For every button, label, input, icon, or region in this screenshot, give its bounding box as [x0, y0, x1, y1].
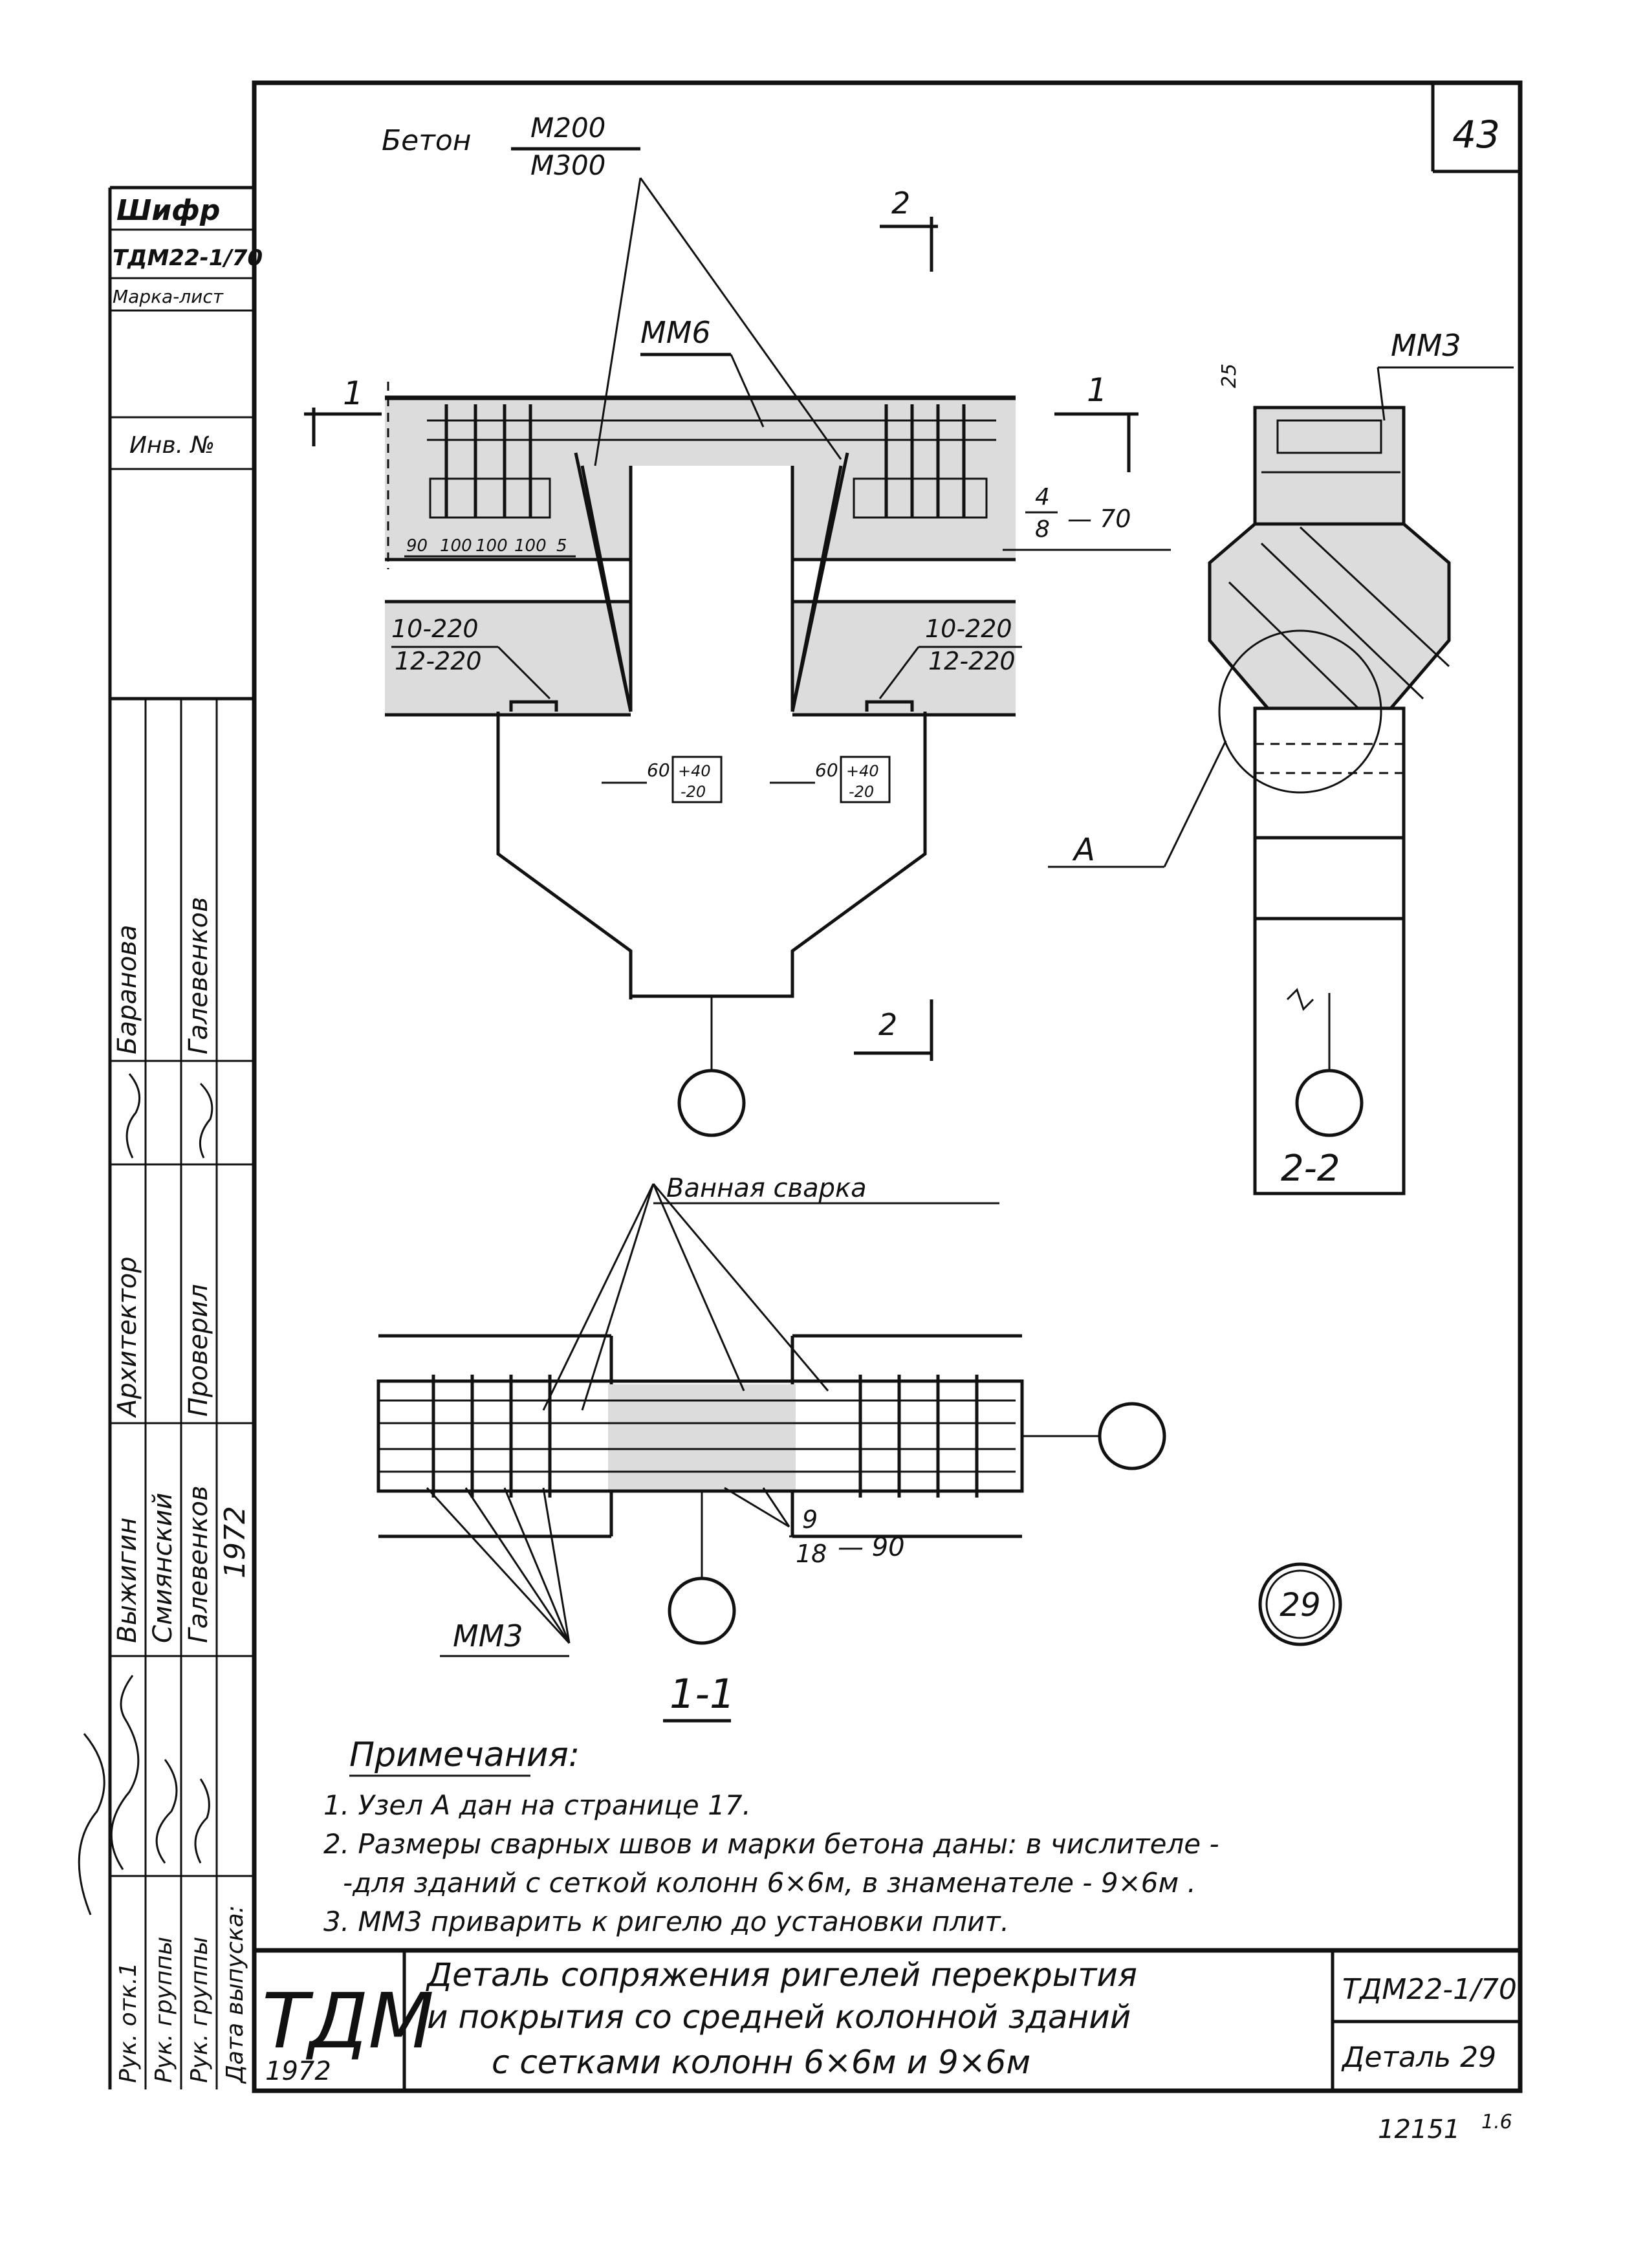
signature-baranova — [125, 1073, 141, 1159]
signature-margin — [78, 1733, 105, 1915]
detail-number: 29 — [1280, 1586, 1321, 1624]
svg-text:100: 100 — [475, 536, 508, 556]
leader-concrete-1 — [639, 177, 842, 460]
tol-top-right: +40 — [846, 762, 879, 780]
main-elevation — [385, 382, 1016, 1137]
signature-galevenkov — [199, 1082, 213, 1159]
bottom-dimensions: 90 100 100 100 5 — [404, 536, 576, 558]
axis-bubble-main — [677, 1069, 746, 1137]
role-4: Дата выпуска: — [222, 1905, 248, 2084]
axis-bubble-1-1-bottom — [668, 1576, 736, 1645]
dim-60-left: 60 — [647, 759, 670, 781]
logo-tdm: ТДМ — [262, 1976, 434, 2066]
name-baranova: Баранова — [113, 924, 142, 1054]
notes-heading: Примечания: — [349, 1736, 580, 1774]
concrete-label: Бетон — [382, 124, 472, 157]
node-a-label: А — [1072, 832, 1095, 868]
title-detail: Деталь 29 — [1341, 2041, 1496, 2074]
sheet-mark-label: Марка-лист — [113, 286, 224, 307]
signature-vyzhigin — [110, 1675, 140, 1870]
title-line-1: Деталь сопряжения ригелей перекрытия — [426, 1956, 1137, 1994]
name-galevenkov: Галевенков — [184, 897, 213, 1054]
section-2-2-label: 2-2 — [1281, 1148, 1340, 1190]
issue-year: 1972 — [219, 1506, 252, 1578]
label-mm3-plan: ММ3 — [453, 1619, 523, 1653]
bath-welding-label: Ванная сварка — [666, 1173, 867, 1203]
node-a-circle — [1218, 629, 1382, 794]
signature-galevenkov-2 — [194, 1778, 210, 1864]
detail-circle-outer — [1258, 1562, 1342, 1646]
axis-bubble-2-2 — [1295, 1069, 1364, 1137]
author-galevenkov: Галевенков — [184, 1485, 213, 1643]
weld-90: — 90 — [838, 1532, 905, 1562]
label-mm3-section: ММ3 — [1391, 328, 1461, 363]
axis-bubble-1-1-right — [1098, 1402, 1166, 1470]
svg-text:90: 90 — [406, 536, 428, 556]
title-block — [254, 1948, 1520, 2091]
label-mm6: ММ6 — [640, 315, 711, 350]
sheet-number: 12151 — [1378, 2115, 1460, 2144]
svg-text:5: 5 — [556, 536, 567, 556]
weld-18-bottom: 18 — [796, 1540, 827, 1568]
sheet-frame — [252, 80, 1523, 2093]
author-vyzhigin: Выжигин — [113, 1518, 142, 1643]
section-mark-2-top: 2 — [891, 186, 910, 221]
note-1: 1. Узел А дан на странице 17. — [323, 1789, 751, 1821]
role-checked: Проверил — [184, 1284, 213, 1417]
role-1: Рук. отк.1 — [115, 1962, 142, 2083]
rebar-right-1: 10-220 — [925, 615, 1012, 643]
weld-70: — 70 — [1067, 505, 1131, 533]
section-1-1-label: 1-1 — [670, 1670, 735, 1717]
svg-text:100: 100 — [440, 536, 472, 556]
inv-label: Инв. № — [129, 432, 215, 459]
section-1-1 — [376, 1183, 1166, 1645]
note-2-cont: -для зданий с сеткой колонн 6×6м, в знам… — [343, 1867, 1196, 1899]
author-smiyansky: Смиянский — [148, 1493, 178, 1643]
logo-year: 1972 — [265, 2056, 331, 2086]
tol-top-left: +40 — [678, 762, 711, 780]
weld-8-bottom: 8 — [1035, 516, 1050, 543]
role-2: Рук. группы — [151, 1937, 177, 2083]
section-mark-1-left: 1 — [343, 375, 364, 412]
cipher-label: Шифр — [116, 194, 220, 227]
rebar-left-1: 10-220 — [391, 615, 479, 643]
page-number: 43 — [1452, 113, 1500, 157]
signature-smiyansky — [155, 1759, 178, 1864]
cipher-value: ТДМ22-1/70 — [113, 245, 263, 271]
tol-bottom-left: -20 — [681, 783, 706, 801]
title-line-2: и покрытия со средней колонной зданий — [427, 1998, 1131, 2036]
role-3: Рук. группы — [186, 1937, 213, 2083]
svg-text:100: 100 — [514, 536, 547, 556]
section-mark-1-right: 1 — [1087, 371, 1107, 409]
section-mark-2-bottom: 2 — [878, 1007, 897, 1042]
note-3: 3. ММ3 приварить к ригелю до установки п… — [323, 1906, 1009, 1937]
concrete-bottom: М300 — [530, 149, 605, 181]
tol-bottom-right: -20 — [849, 783, 874, 801]
rebar-right-2: 12-220 — [928, 647, 1016, 675]
title-code: ТДМ22-1/70 — [1342, 1973, 1517, 2006]
sheet-mark: 1.6 — [1481, 2111, 1512, 2133]
concrete-top: М200 — [530, 112, 605, 144]
rebar-left-2: 12-220 — [395, 647, 482, 675]
weld-9-top: 9 — [802, 1505, 818, 1534]
note-2: 2. Размеры сварных швов и марки бетона д… — [323, 1828, 1219, 1860]
title-line-3: с сетками колонн 6×6м и 9×6м — [492, 2044, 1030, 2081]
dim-25: 25 — [1218, 364, 1241, 388]
dim-60-right: 60 — [815, 759, 838, 781]
weld-4-top: 4 — [1035, 484, 1050, 510]
leader-concrete-2 — [594, 177, 642, 466]
role-architect: Архитектор — [113, 1256, 142, 1419]
detail-circle-inner — [1265, 1569, 1335, 1639]
section-2-2 — [1048, 406, 1451, 1195]
side-stamp: Шифр ТДМ22-1/70 Марка-лист Инв. № Рук. о… — [78, 186, 263, 2089]
